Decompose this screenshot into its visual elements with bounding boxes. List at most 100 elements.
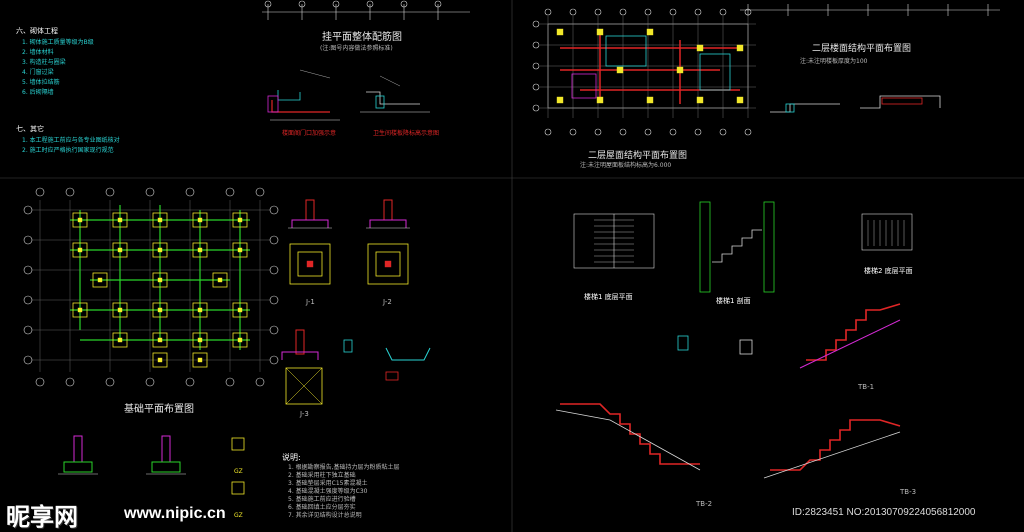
q4-tb2-label: TB-2 (696, 500, 713, 508)
q3-axis-bubble (269, 205, 279, 215)
q1-main-note: (注:图号内容做法参照标准) (320, 45, 393, 52)
q1-axis-bubble (400, 0, 408, 8)
q3-axis-bubble (269, 265, 279, 275)
q3-axis-bubble (35, 187, 45, 197)
q3-footing (112, 242, 128, 258)
q2-column (646, 28, 654, 36)
q3-footing (232, 302, 248, 318)
q3-axis-bubble (35, 377, 45, 387)
q3-footing-column (157, 337, 163, 343)
q3-axis-bubble (23, 325, 33, 335)
q3-footing-plan (289, 243, 331, 285)
q2-axis-bubble (669, 128, 677, 136)
q2-section-b-slab (881, 97, 923, 105)
q3-footing-column (77, 247, 83, 253)
q1-detail-left-beam (277, 90, 301, 101)
q4-stair-section-title: 楼梯1 剖面 (716, 297, 751, 305)
q3-detail-section (385, 371, 399, 381)
q3-footing-column (157, 357, 163, 363)
q1-note-6: 6. 后砌隔墙 (22, 89, 54, 96)
q3-pedestal (73, 435, 83, 463)
q3-axis-bubble (145, 187, 155, 197)
q4-stair-section-steps (712, 229, 762, 263)
q2-column (736, 44, 744, 52)
q3-axis-bubble (23, 205, 33, 215)
q1-axis-bubble (332, 0, 340, 8)
q3-footing-column (237, 337, 243, 343)
q1-detail-left-title: 楼面阁门口加强示意 (282, 130, 337, 137)
q3-footing-column (77, 217, 83, 223)
q4-tb2-slab (555, 409, 701, 471)
q3-pedestal-footing (151, 461, 181, 473)
q2-roof-note: 注:未注明屋面板结构标高为6.000 (580, 162, 672, 169)
q3-footing-column (197, 337, 203, 343)
q1-other-1: 1. 本工程施工前应与各专业图纸核对 (22, 137, 120, 144)
q2-slab-panel (699, 53, 731, 91)
q2-axis-bubble (619, 128, 627, 136)
q4-tb1-label: TB-1 (858, 383, 875, 391)
q3-footing-section-column (383, 199, 393, 221)
q2-axis-bubble (594, 128, 602, 136)
q3-footing-column (157, 307, 163, 313)
q3-axis-bubble (255, 377, 265, 387)
q3-footing-section (369, 219, 407, 228)
q3-footing (112, 332, 128, 348)
q3-footing (192, 242, 208, 258)
q2-axis-bubble (544, 8, 552, 16)
q4-stair2-plan-title: 楼梯2 底层平面 (864, 267, 913, 275)
q1-note-4: 4. 门窗过梁 (22, 69, 54, 76)
q4-tb1-profile (806, 303, 901, 361)
q3-axis-bubble (23, 295, 33, 305)
q2-axis-bubble (594, 8, 602, 16)
q3-footing (72, 242, 88, 258)
q3-footing (192, 212, 208, 228)
q1-note-2: 2. 墙体材料 (22, 49, 54, 56)
q2-axis-bubble (532, 62, 540, 70)
q3-footing-plan-inner (375, 251, 401, 277)
q4-stair2-plan (861, 213, 913, 251)
q3-j1-label: J-1 (306, 298, 315, 306)
q2-axis-bubble (569, 128, 577, 136)
q1-axis-bubble (366, 0, 374, 8)
q2-axis-bubble (532, 20, 540, 28)
q2-axis-bubble (669, 8, 677, 16)
q3-axis-bubble (145, 377, 155, 387)
q3-pedestal (161, 435, 171, 463)
q3-j3-column (295, 329, 305, 355)
q2-column (646, 96, 654, 104)
sec6-title: 六、砌体工程 (16, 27, 58, 35)
q3-footing (192, 352, 208, 368)
q3-footing-column (97, 277, 103, 283)
q2-section-a (770, 103, 840, 113)
q3-footing (212, 272, 228, 288)
q2-column (556, 28, 564, 36)
q3-note-4: 4. 基础混凝土强度等级为C30 (288, 488, 368, 495)
q3-footing-column (117, 337, 123, 343)
q2-axis-bubble (694, 8, 702, 16)
q2-axis-bubble (619, 8, 627, 16)
q3-footing (152, 272, 168, 288)
q1-axis-bubble (298, 0, 306, 8)
q3-footing (152, 242, 168, 258)
q2-roof-title: 二层屋面结构平面布置图 (588, 151, 688, 161)
q3-note-7: 7. 其余详见结构设计总说明 (288, 512, 362, 519)
q1-detail-left-slab (271, 100, 330, 113)
q3-footing-column (237, 217, 243, 223)
q3-j3-plan (285, 367, 323, 405)
q2-axis-bubble (644, 8, 652, 16)
q4-tb3-slab (763, 431, 901, 479)
q3-axis-bubble (185, 187, 195, 197)
q2-section-a-beam (785, 103, 795, 113)
q3-pedestal-footing (63, 461, 93, 473)
q3-footing-column (157, 247, 163, 253)
q3-footing (72, 302, 88, 318)
q4-stair-plan-title: 楼梯1 底层平面 (584, 293, 633, 301)
q2-axis-bubble (719, 128, 727, 136)
q4-tb3-profile (770, 419, 901, 471)
q3-footing (232, 332, 248, 348)
q1-other-2: 2. 施工时应严格执行国家现行规范 (22, 147, 114, 154)
q2-floor2-title: 二层楼面结构平面布置图 (812, 44, 912, 54)
q3-footing (112, 212, 128, 228)
q3-axis-bubble (65, 377, 75, 387)
q3-footing-column (117, 307, 123, 313)
